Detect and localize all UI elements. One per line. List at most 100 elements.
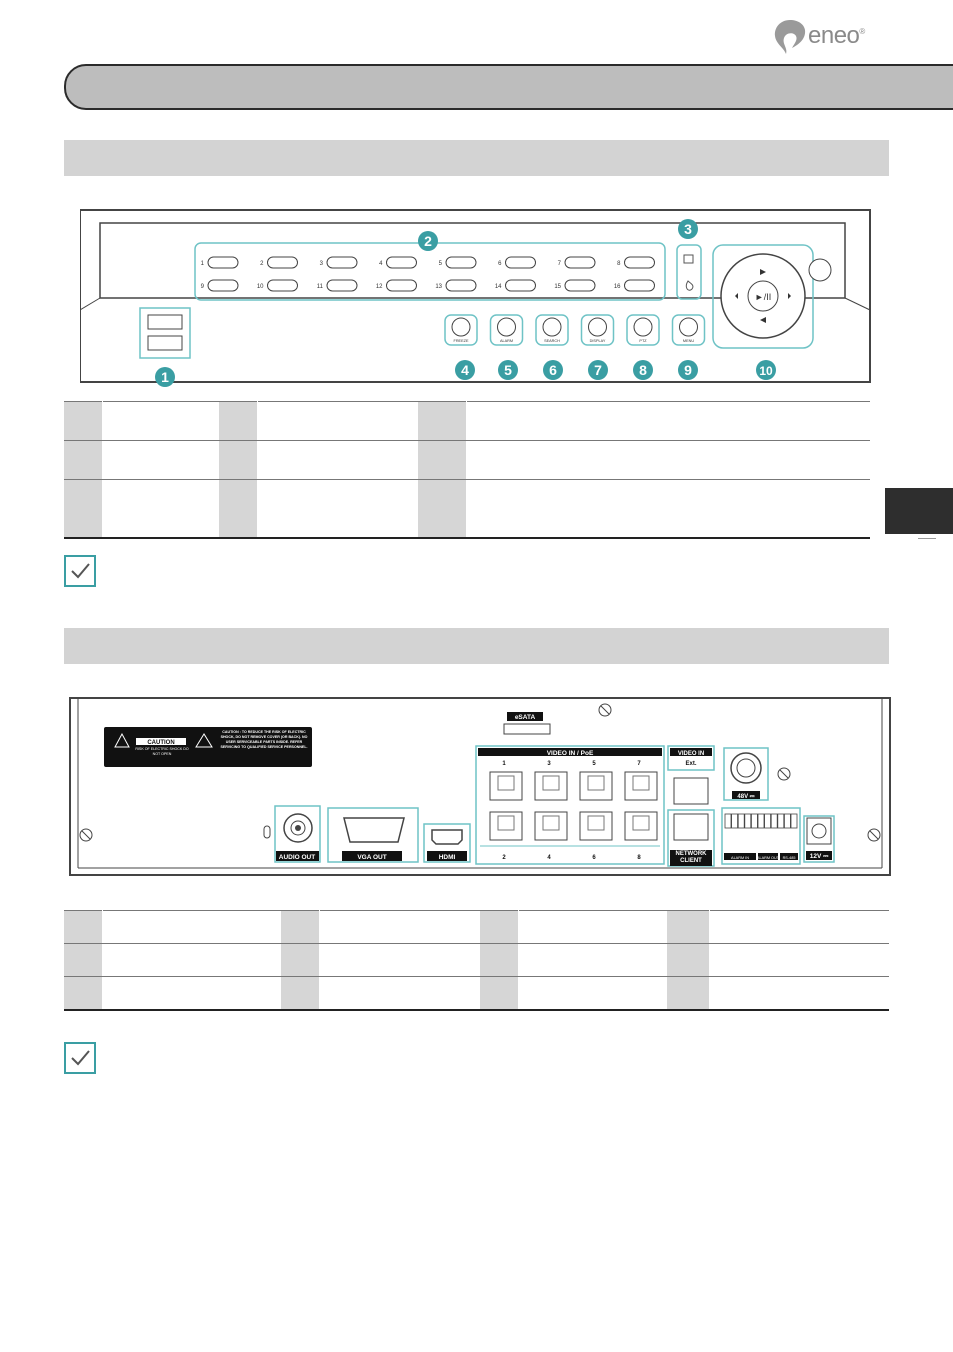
video-in-poe-box xyxy=(478,748,662,756)
channel-number-label: 15 xyxy=(554,284,561,290)
channel-button[interactable] xyxy=(207,279,239,292)
channel-button[interactable] xyxy=(267,279,298,292)
channel-button[interactable] xyxy=(445,279,477,292)
function-button-label: PTZ xyxy=(639,339,647,343)
channel-number-label: 11 xyxy=(317,284,324,290)
function-button-highlight xyxy=(671,314,706,346)
legend-num-cell xyxy=(281,910,320,944)
legend-desc-cell xyxy=(709,943,889,977)
legend-desc-cell xyxy=(518,910,667,944)
callout-number xyxy=(498,360,518,380)
legend-desc-cell xyxy=(102,479,219,539)
channel-button[interactable] xyxy=(207,256,239,269)
legend-num-cell xyxy=(418,401,467,441)
poe-ethernet-port xyxy=(489,811,523,841)
usb-port-2 xyxy=(147,335,183,351)
hdd-indicator-icon xyxy=(683,254,694,264)
function-button[interactable] xyxy=(633,317,653,337)
function-button[interactable] xyxy=(497,317,516,337)
terminal-pin xyxy=(790,813,798,829)
usb-highlight xyxy=(139,307,191,359)
poe-port-number: 7 xyxy=(637,761,641,767)
callout-number xyxy=(155,367,175,387)
chapter-header-bar xyxy=(64,64,953,110)
channel-button[interactable] xyxy=(445,256,477,269)
legend-num-cell xyxy=(418,440,467,480)
channel-button[interactable] xyxy=(505,256,536,269)
48v-highlight xyxy=(723,747,769,801)
esata-label-box xyxy=(507,712,543,721)
12v-label: 12V ⎓ xyxy=(810,853,829,860)
channel-button[interactable] xyxy=(267,256,298,269)
channel-button[interactable] xyxy=(386,279,417,292)
terminal-pin xyxy=(744,813,752,829)
callout-number-text: 8 xyxy=(639,362,647,378)
channel-button[interactable] xyxy=(326,279,358,292)
channel-number-label: 13 xyxy=(435,284,442,290)
terminal-pin xyxy=(764,813,771,829)
hdmi-highlight xyxy=(423,823,471,863)
alarm-in-label: ALARM IN xyxy=(731,856,749,860)
legend-num-cell xyxy=(64,943,103,977)
channel-button[interactable] xyxy=(386,256,417,269)
audio-out-label: AUDIO OUT xyxy=(279,854,316,861)
legend-desc-cell xyxy=(709,910,889,944)
callout-number xyxy=(756,360,776,380)
channel-button[interactable] xyxy=(624,279,655,292)
legend-desc-cell xyxy=(102,943,281,977)
channel-button[interactable] xyxy=(505,279,536,292)
video-in-poe-label: VIDEO IN / PoE xyxy=(547,750,594,757)
poe-port-number: 4 xyxy=(547,855,551,861)
warning-triangle-icon xyxy=(114,732,130,748)
function-button[interactable] xyxy=(588,317,607,337)
legend-num-cell xyxy=(480,976,519,1011)
hdmi-label: HDMI xyxy=(439,854,456,861)
channel-button[interactable] xyxy=(326,256,358,269)
callout-number-text: 4 xyxy=(461,362,469,378)
function-button[interactable] xyxy=(679,317,698,337)
poe-ethernet-port xyxy=(579,811,613,841)
channel-number-label: 6 xyxy=(498,261,502,267)
legend-num-cell xyxy=(281,943,320,977)
legend-num-cell xyxy=(281,976,320,1011)
48v-label-box xyxy=(732,791,760,799)
function-button[interactable] xyxy=(451,317,471,337)
channel-button[interactable] xyxy=(624,256,655,269)
legend-num-cell xyxy=(64,479,103,539)
channel-number-label: 8 xyxy=(617,261,621,267)
legend-desc-cell xyxy=(466,401,870,441)
screw-icon xyxy=(598,703,612,717)
network-client-label: NETWORK CLIENT xyxy=(675,851,707,864)
screw-icon xyxy=(79,828,93,842)
section-header-front-panel xyxy=(64,140,889,176)
channel-button[interactable] xyxy=(564,279,596,292)
function-button-highlight xyxy=(489,314,524,346)
eneo-logo-mark xyxy=(774,20,806,54)
jog-dial-center xyxy=(747,280,779,312)
function-button[interactable] xyxy=(542,317,562,337)
poe-port-number: 8 xyxy=(637,855,641,861)
channel-button[interactable] xyxy=(564,256,596,269)
rear-panel-legend-table xyxy=(64,910,889,1011)
channel-number-label: 1 xyxy=(201,261,205,267)
callout-number-text: 10 xyxy=(759,364,773,378)
callout-number xyxy=(678,219,698,239)
channel-number-label: 16 xyxy=(614,284,621,290)
function-button-highlight xyxy=(444,314,478,346)
function-button-label: ALARM xyxy=(500,339,513,343)
video-in-ext-label: VIDEO IN xyxy=(678,751,704,757)
audio-out-box xyxy=(276,851,319,861)
port-socket xyxy=(497,775,515,791)
eneo-logo xyxy=(772,18,882,58)
callout-number xyxy=(543,360,563,380)
terminal-pin xyxy=(770,813,778,829)
legend-desc-cell xyxy=(257,401,418,441)
ext-label: Ext. xyxy=(685,761,696,767)
port-socket xyxy=(542,815,560,831)
function-button-label: SEARCH xyxy=(544,339,560,343)
poe-port-number: 6 xyxy=(592,855,596,861)
audio-out-highlight xyxy=(274,805,321,863)
arrow-right-icon xyxy=(788,293,791,299)
terminal-pin xyxy=(751,813,758,829)
48v-label: 48V ⎓ xyxy=(737,794,754,800)
